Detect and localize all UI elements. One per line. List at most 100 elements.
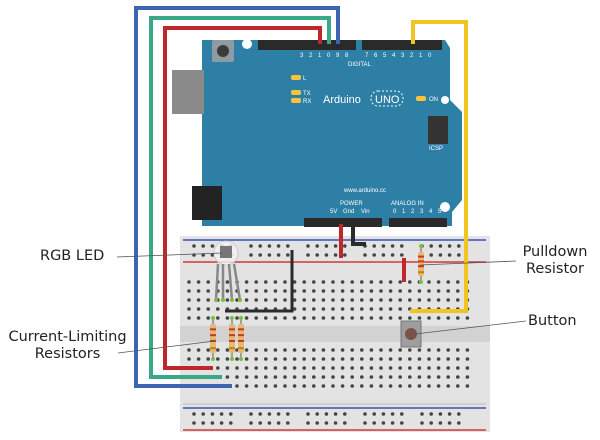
terminal-hole bbox=[427, 348, 431, 352]
terminal-hole bbox=[302, 348, 307, 352]
terminal-hole bbox=[417, 289, 422, 293]
arduino-name: Arduino bbox=[323, 94, 361, 106]
rail-hole bbox=[343, 244, 347, 248]
power-label: POWER bbox=[340, 201, 363, 207]
terminal-hole bbox=[187, 289, 191, 293]
terminal-hole bbox=[312, 280, 316, 284]
rail-hole bbox=[363, 412, 367, 416]
terminal-hole bbox=[264, 298, 268, 302]
terminal-hole bbox=[321, 348, 326, 352]
black-wire-led-gnd bbox=[225, 250, 294, 313]
terminal-hole bbox=[283, 384, 287, 388]
rail-hole bbox=[457, 253, 461, 257]
terminal-hole bbox=[465, 348, 470, 352]
terminal-hole bbox=[360, 316, 364, 320]
rail-hole bbox=[333, 412, 338, 416]
terminal-hole bbox=[417, 366, 422, 370]
terminal-hole bbox=[273, 316, 278, 320]
rail-hole bbox=[457, 421, 461, 425]
terminal-hole bbox=[398, 384, 403, 388]
terminal-hole bbox=[225, 375, 230, 379]
icsp-header bbox=[428, 116, 448, 144]
rail-hole bbox=[315, 244, 320, 248]
rail-hole bbox=[381, 244, 386, 248]
terminal-hole bbox=[312, 307, 316, 311]
rail-hole bbox=[276, 412, 281, 416]
terminal-hole bbox=[283, 289, 287, 293]
terminal-hole bbox=[379, 375, 383, 379]
current-limiting-resistors-label: Current-Limiting Resistors bbox=[0, 329, 135, 363]
icsp-label: ICSP bbox=[429, 146, 443, 152]
terminal-hole bbox=[446, 298, 451, 302]
rail-hole bbox=[192, 412, 196, 416]
terminal-hole bbox=[398, 348, 403, 352]
terminal-hole bbox=[436, 366, 441, 370]
rail-hole bbox=[201, 421, 205, 425]
terminal-hole bbox=[360, 366, 364, 370]
green-wire-pin10 bbox=[149, 16, 331, 379]
terminal-hole bbox=[331, 316, 335, 320]
terminal-hole bbox=[446, 348, 451, 352]
terminal-hole bbox=[369, 280, 374, 284]
terminal-hole bbox=[216, 348, 220, 352]
terminal-hole bbox=[321, 366, 326, 370]
rail-hole bbox=[249, 421, 253, 425]
terminal-hole bbox=[350, 289, 355, 293]
rail-hole bbox=[219, 421, 224, 425]
digital-pin-label: 2 bbox=[410, 53, 414, 59]
terminal-hole bbox=[379, 289, 383, 293]
rail-hole bbox=[457, 244, 461, 248]
terminal-hole bbox=[388, 316, 393, 320]
rail-hole bbox=[333, 253, 338, 257]
terminal-hole bbox=[436, 357, 441, 361]
rail-hole bbox=[315, 421, 320, 425]
terminal-hole bbox=[321, 307, 326, 311]
terminal-hole bbox=[283, 298, 287, 302]
terminal-hole bbox=[254, 366, 258, 370]
terminal-hole bbox=[292, 375, 297, 379]
rail-hole bbox=[267, 412, 272, 416]
terminal-hole bbox=[254, 348, 258, 352]
terminal-hole bbox=[206, 289, 210, 293]
terminal-hole bbox=[206, 298, 210, 302]
terminal-hole bbox=[436, 289, 441, 293]
rail-hole bbox=[429, 412, 434, 416]
terminal-hole bbox=[187, 348, 191, 352]
terminal-hole bbox=[283, 366, 287, 370]
rail-hole bbox=[447, 412, 452, 416]
arduino-model: UNO bbox=[375, 94, 400, 106]
terminal-hole bbox=[427, 384, 431, 388]
terminal-hole bbox=[244, 298, 249, 302]
rail-hole bbox=[390, 253, 395, 257]
rail-hole bbox=[192, 244, 196, 248]
terminal-hole bbox=[244, 348, 249, 352]
terminal-hole bbox=[408, 384, 412, 388]
rail-hole bbox=[400, 253, 404, 257]
terminal-hole bbox=[360, 375, 364, 379]
digital-pin-label: 3 bbox=[401, 53, 405, 59]
terminal-hole bbox=[446, 280, 451, 284]
rail-hole bbox=[324, 412, 329, 416]
terminal-hole bbox=[321, 280, 326, 284]
terminal-hole bbox=[360, 289, 364, 293]
terminal-hole bbox=[302, 307, 307, 311]
rail-hole bbox=[258, 412, 263, 416]
terminal-hole bbox=[264, 348, 268, 352]
terminal-hole bbox=[331, 384, 335, 388]
terminal-hole bbox=[292, 348, 297, 352]
terminal-hole bbox=[225, 289, 230, 293]
terminal-hole bbox=[206, 307, 210, 311]
rail-hole bbox=[343, 412, 347, 416]
terminal-hole bbox=[340, 366, 345, 370]
terminal-hole bbox=[302, 384, 307, 388]
digital-pin-label: 1 bbox=[419, 53, 423, 59]
rail-hole bbox=[229, 412, 233, 416]
terminal-hole bbox=[388, 289, 393, 293]
terminal-hole bbox=[408, 289, 412, 293]
rail-hole bbox=[286, 253, 290, 257]
terminal-hole bbox=[350, 307, 355, 311]
terminal-hole bbox=[292, 366, 297, 370]
terminal-hole bbox=[196, 316, 201, 320]
rail-hole bbox=[457, 412, 461, 416]
led-rx bbox=[291, 98, 301, 103]
